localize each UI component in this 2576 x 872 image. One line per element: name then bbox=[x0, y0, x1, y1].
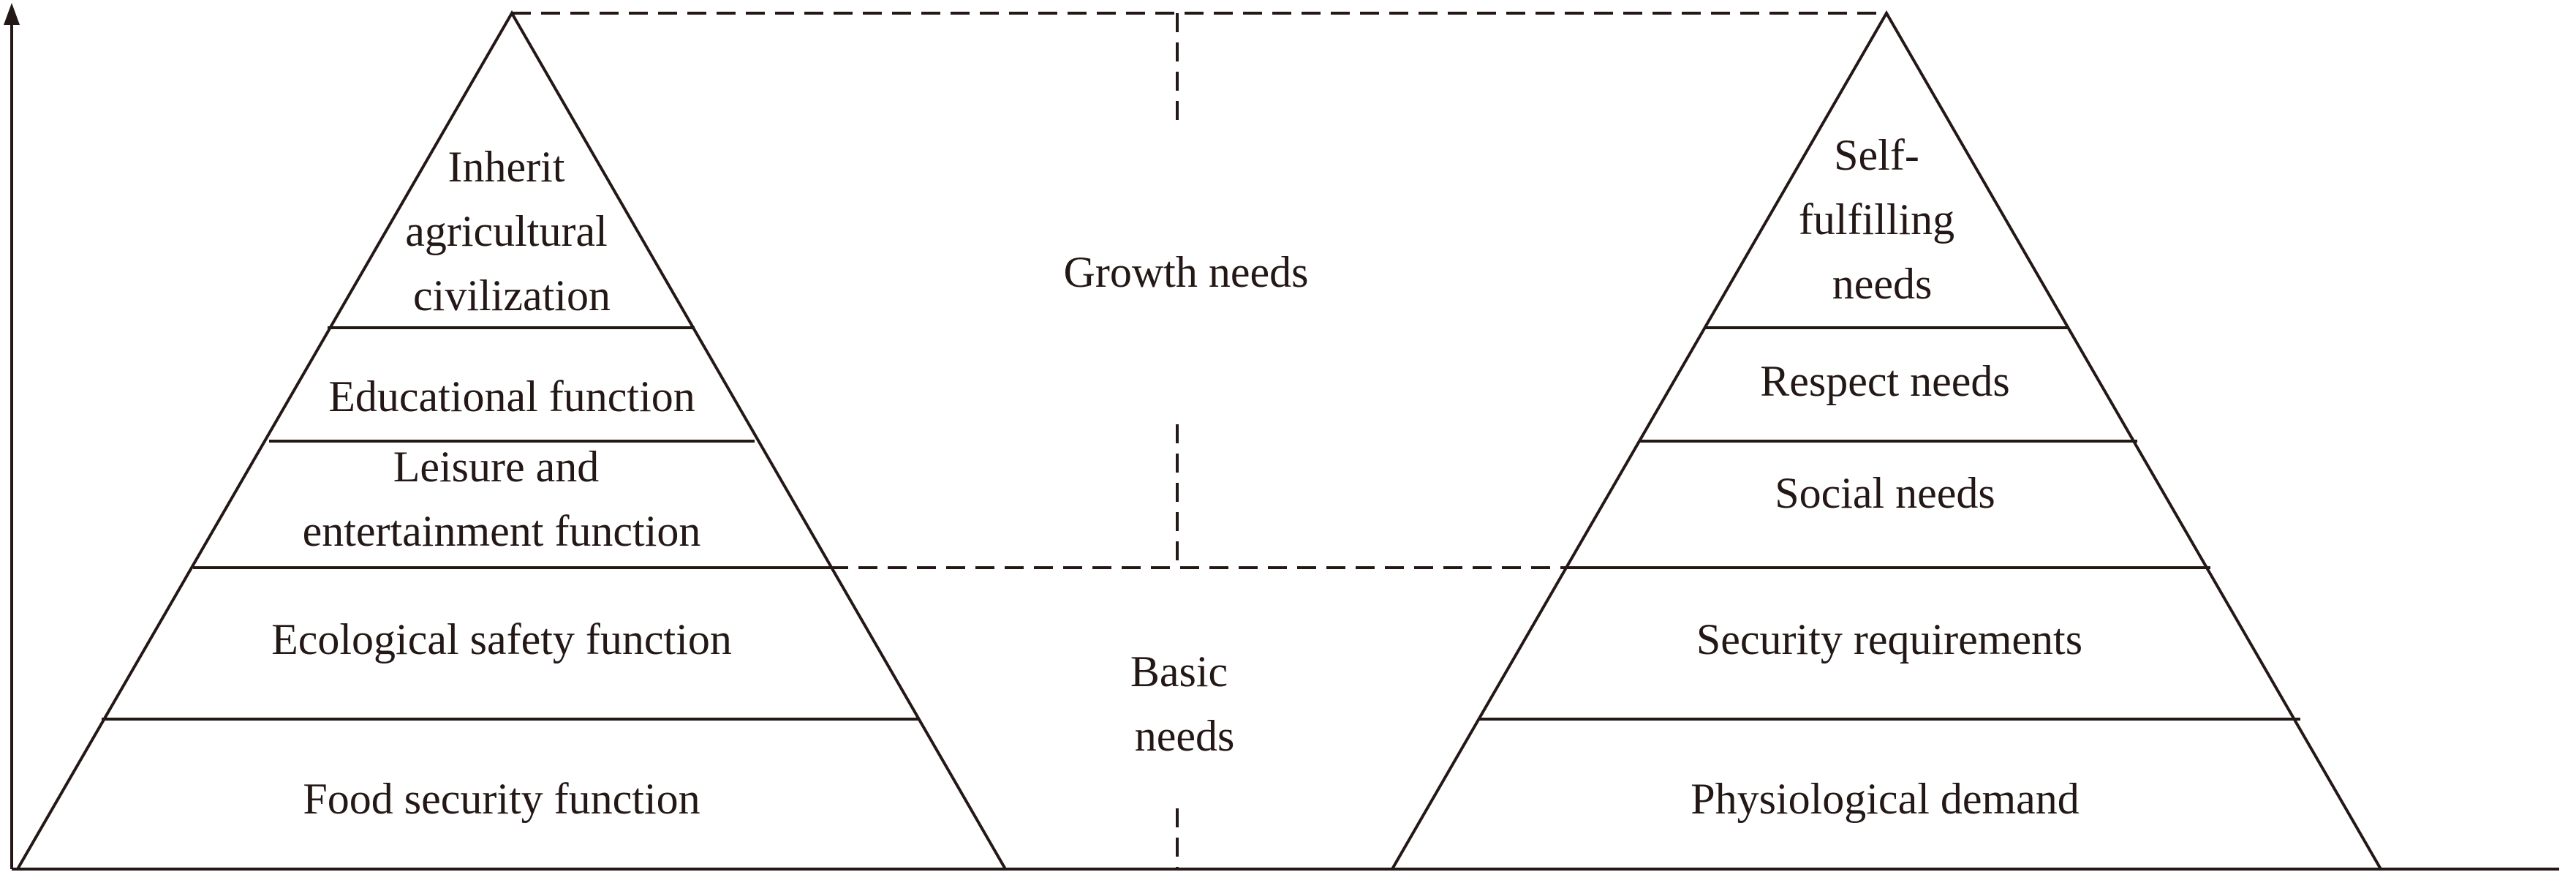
right-pyramid bbox=[1391, 10, 2382, 871]
basic-needs-label: Basic needs bbox=[1130, 647, 1239, 760]
left-level-3-label: Leisure and entertainment function bbox=[303, 443, 701, 555]
right-level-3-label: Social needs bbox=[1775, 469, 1995, 517]
left-level-1-label: Inherit agricultural civilization bbox=[405, 143, 619, 320]
right-level-1-label: Self- fulfilling needs bbox=[1799, 131, 1965, 308]
left-level-5-label: Food security function bbox=[303, 775, 700, 823]
right-pyramid-labels: Self- fulfilling needs Respect needs Soc… bbox=[1691, 131, 2082, 823]
right-pyramid-outline bbox=[1391, 10, 2382, 871]
right-level-2-label: Respect needs bbox=[1760, 357, 2010, 405]
dashed-connectors bbox=[512, 12, 1886, 869]
growth-needs-label: Growth needs bbox=[1064, 248, 1309, 296]
axis-arrowhead-icon bbox=[4, 3, 20, 25]
right-level-4-label: Security requirements bbox=[1696, 615, 2082, 664]
left-pyramid-labels: Inherit agricultural civilization Educat… bbox=[271, 143, 732, 823]
left-pyramid bbox=[16, 10, 1007, 871]
vertical-axis bbox=[4, 3, 20, 869]
right-level-5-label: Physiological demand bbox=[1691, 775, 2080, 823]
left-level-2-label: Educational function bbox=[328, 372, 695, 421]
left-level-4-label: Ecological safety function bbox=[271, 615, 732, 664]
middle-labels: Growth needs Basic needs bbox=[1064, 248, 1309, 760]
